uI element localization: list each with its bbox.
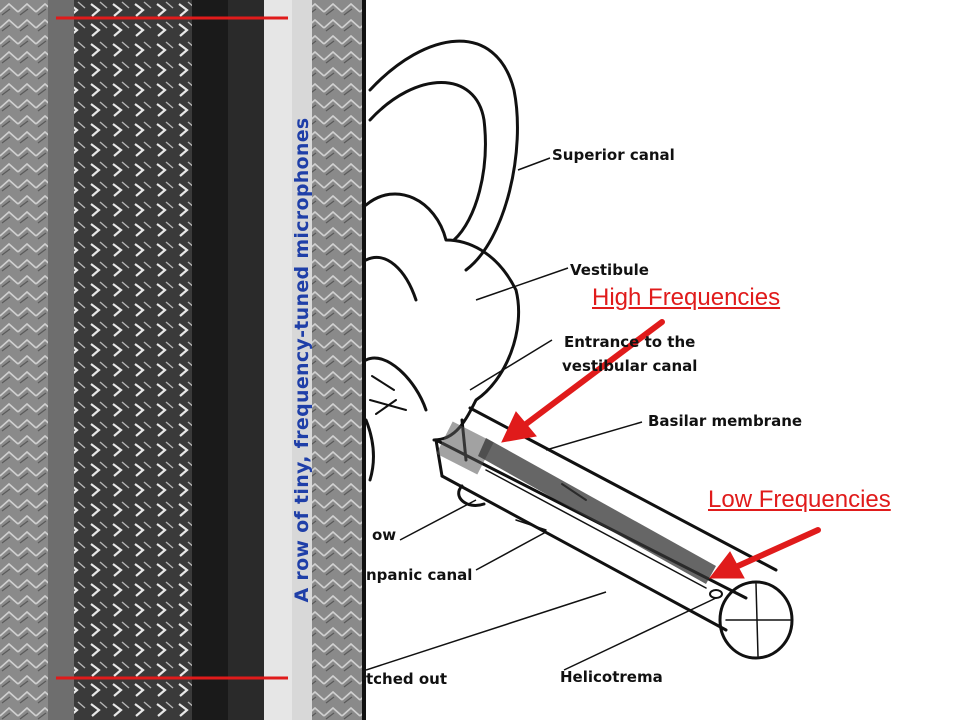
label-tympanic-canal: npanic canal (366, 566, 473, 584)
micrograph-image (0, 0, 366, 720)
annotation-high-frequencies: High Frequencies (592, 284, 781, 311)
high-frequency-arrow-shaft (523, 319, 665, 427)
label-round-window: ow (372, 526, 397, 544)
label-stretched-out: tched out (366, 670, 448, 688)
photo-divider (362, 0, 366, 720)
annotation-low-frequencies: Low Frequencies (708, 486, 891, 513)
low-frequency-arrow-shaft (735, 527, 821, 569)
cochlea-drawing (364, 39, 821, 671)
high-frequency-arrow-head (501, 411, 537, 443)
micrograph-caption: A row of tiny, frequency-tuned microphon… (291, 117, 313, 603)
cochlea-diagram: Superior canal Vestibule Entrance to the… (364, 0, 960, 720)
label-entrance-line2: vestibular canal (562, 357, 698, 375)
low-frequency-arrow-head (708, 551, 745, 579)
label-superior-canal: Superior canal (552, 146, 675, 164)
label-basilar-membrane: Basilar membrane (648, 412, 803, 430)
hair-cell-micrograph: A row of tiny, frequency-tuned microphon… (0, 0, 366, 720)
label-entrance-line1: Entrance to the (564, 333, 696, 351)
label-vestibule: Vestibule (570, 261, 649, 279)
label-helicotrema: Helicotrema (560, 668, 663, 686)
